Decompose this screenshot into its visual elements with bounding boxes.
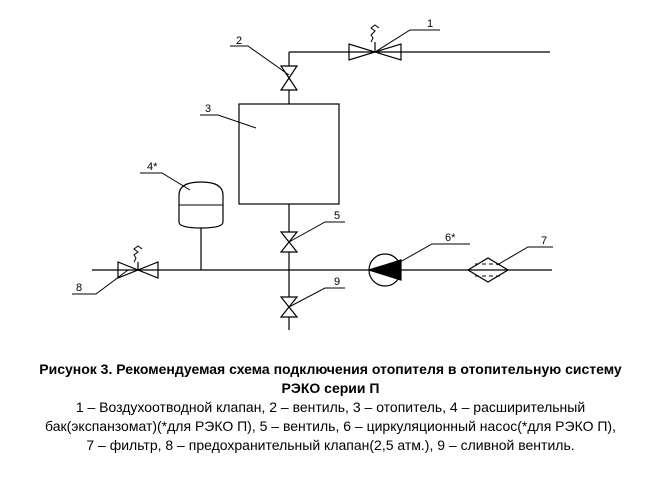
caption-legend-line-2: бак(экспанзомат)(*для РЭКО П), 5 – венти… <box>45 418 616 434</box>
label-5: 5 <box>288 210 345 243</box>
label-8-text: 8 <box>76 282 82 294</box>
caption-title-line-2: РЭКО серии П <box>281 380 380 396</box>
label-3: 3 <box>200 103 257 129</box>
label-7-text: 7 <box>541 235 547 247</box>
label-4: 4* <box>140 161 191 191</box>
drain-valve-9 <box>279 296 299 318</box>
figure-caption: Рисунок 3. Рекомендуемая схема подключен… <box>0 360 661 455</box>
caption-legend-line-3: 7 – фильтр, 8 – предохранительный клапан… <box>86 437 575 453</box>
valve-5 <box>279 231 299 253</box>
filter-7 <box>466 257 510 283</box>
caption-title-line-1: Рисунок 3. Рекомендуемая схема подключен… <box>39 361 622 377</box>
valve-2 <box>279 65 299 91</box>
label-9-text: 9 <box>334 276 340 288</box>
pipes <box>92 51 552 330</box>
label-4-text: 4* <box>147 161 158 173</box>
label-2: 2 <box>230 35 290 76</box>
safety-valve-8 <box>117 245 159 279</box>
label-9: 9 <box>288 276 345 308</box>
circulation-pump-6 <box>366 253 402 287</box>
label-1: 1 <box>374 18 440 53</box>
expansion-tank-4 <box>178 181 224 229</box>
heating-connection-diagram: 1 2 3 4* 5 6* <box>72 18 553 330</box>
label-8: 8 <box>72 269 129 295</box>
caption-legend-line-1: 1 – Воздухоотводной клапан, 2 – вентиль,… <box>75 399 586 415</box>
heater-3 <box>238 103 340 205</box>
label-6: 6* <box>399 232 470 263</box>
label-5-text: 5 <box>334 210 340 222</box>
label-2-text: 2 <box>236 35 242 47</box>
air-relief-valve-1 <box>348 24 402 61</box>
label-1-text: 1 <box>427 18 433 30</box>
label-3-text: 3 <box>205 103 211 115</box>
label-6-text: 6* <box>445 232 456 244</box>
label-7: 7 <box>496 235 553 266</box>
